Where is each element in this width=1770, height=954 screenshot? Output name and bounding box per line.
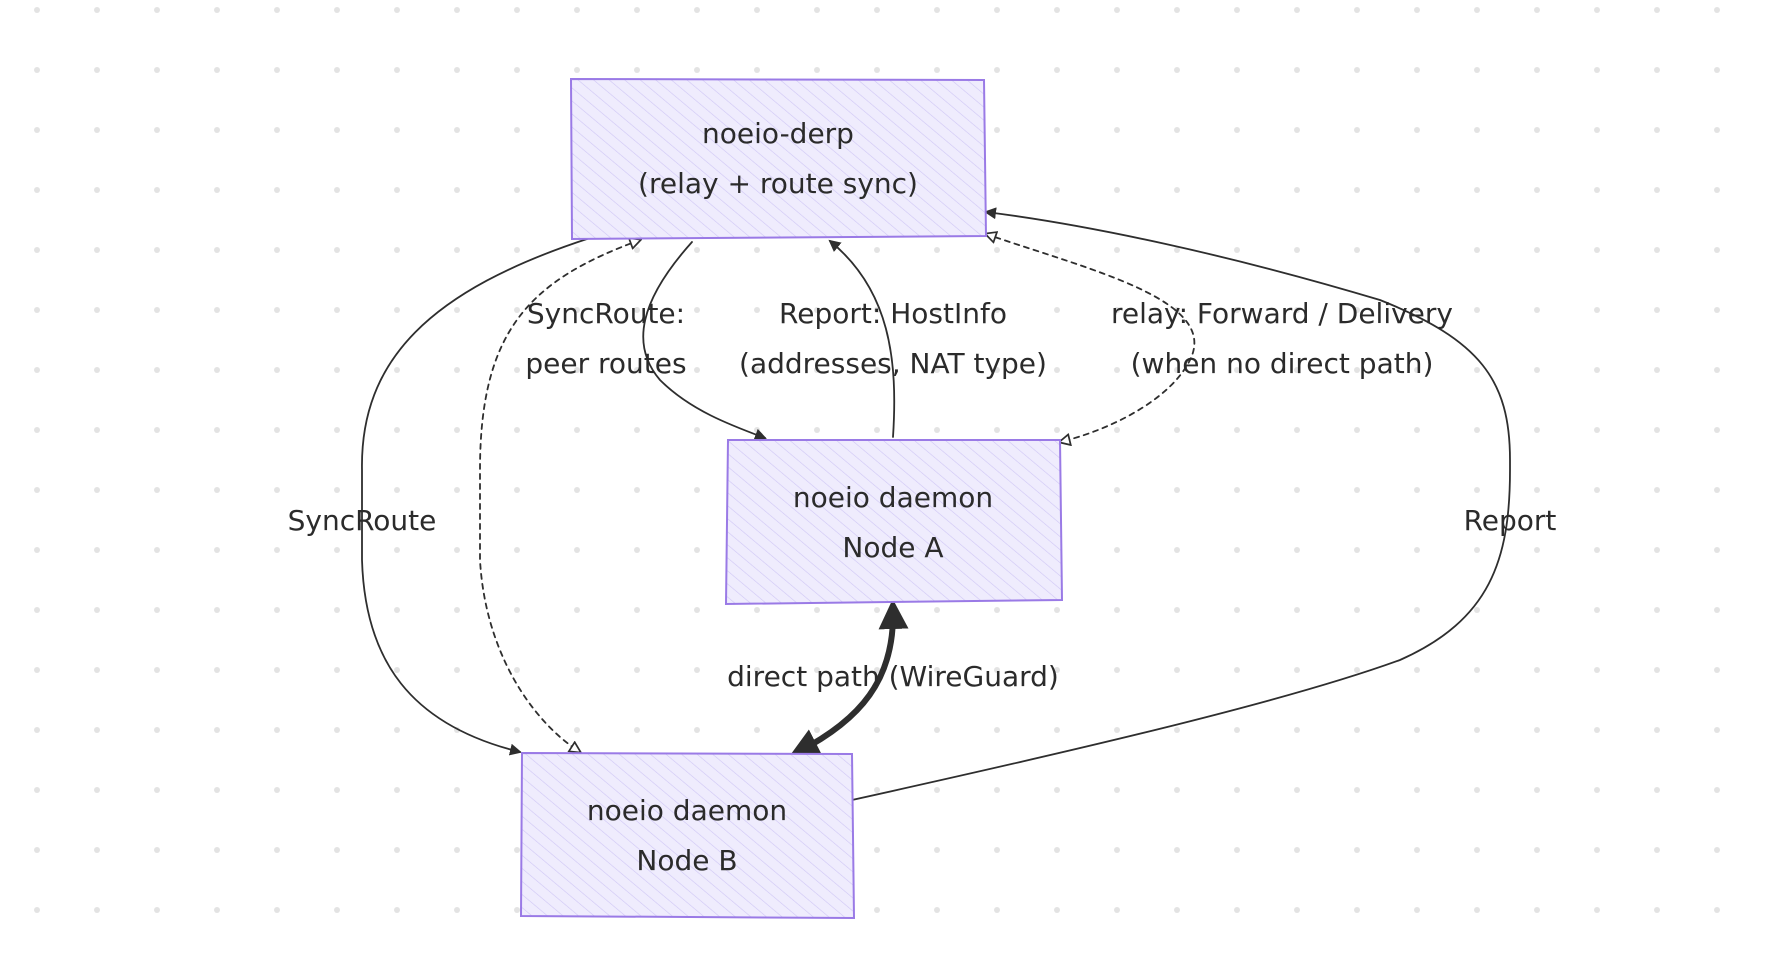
node-label-node-a-line2: Node A — [842, 531, 943, 564]
edge-label-sync-route-a-line1: SyncRoute: — [527, 297, 685, 330]
edge-label-sync-route-a-line2: peer routes — [525, 347, 686, 380]
node-label-node-b-line2: Node B — [636, 844, 737, 877]
edge-labels: SyncRoute: peer routes Report: HostInfo … — [288, 297, 1557, 693]
node-daemon-node-b[interactable]: noeio daemon Node B — [519, 751, 856, 920]
edge-report-node-a-to-derp — [828, 239, 896, 438]
edge-label-relay-line1: relay: Forward / Delivery — [1111, 297, 1453, 330]
edge-label-report-a-line2: (addresses, NAT type) — [739, 347, 1047, 380]
edges — [361, 207, 1511, 801]
node-label-derp-line1: noeio-derp — [702, 117, 854, 150]
edge-label-sync-route-b: SyncRoute — [288, 504, 437, 537]
node-noeio-derp[interactable]: noeio-derp (relay + route sync) — [569, 77, 988, 241]
edge-relay-derp-node-b — [479, 240, 640, 752]
edge-sync-route-to-node-a — [642, 241, 767, 441]
node-label-derp-line2: (relay + route sync) — [638, 167, 918, 200]
node-label-node-a-line1: noeio daemon — [793, 481, 993, 514]
edge-report-node-b-to-derp — [851, 207, 1511, 801]
edge-direct-path-wireguard — [789, 599, 909, 757]
edge-label-relay-line2: (when no direct path) — [1131, 347, 1434, 380]
node-box-node-b — [519, 751, 856, 920]
node-daemon-node-a[interactable]: noeio daemon Node A — [724, 439, 1064, 606]
edge-label-report-a-line1: Report: HostInfo — [779, 297, 1007, 330]
node-box-node-a — [724, 439, 1064, 606]
edge-sync-route-to-node-b — [361, 237, 591, 756]
edge-relay-derp-node-a — [986, 234, 1196, 442]
edge-label-report-b: Report — [1464, 504, 1557, 537]
node-label-node-b-line1: noeio daemon — [587, 794, 787, 827]
node-box-derp — [569, 77, 988, 241]
edge-label-direct-path: direct path (WireGuard) — [727, 660, 1059, 693]
